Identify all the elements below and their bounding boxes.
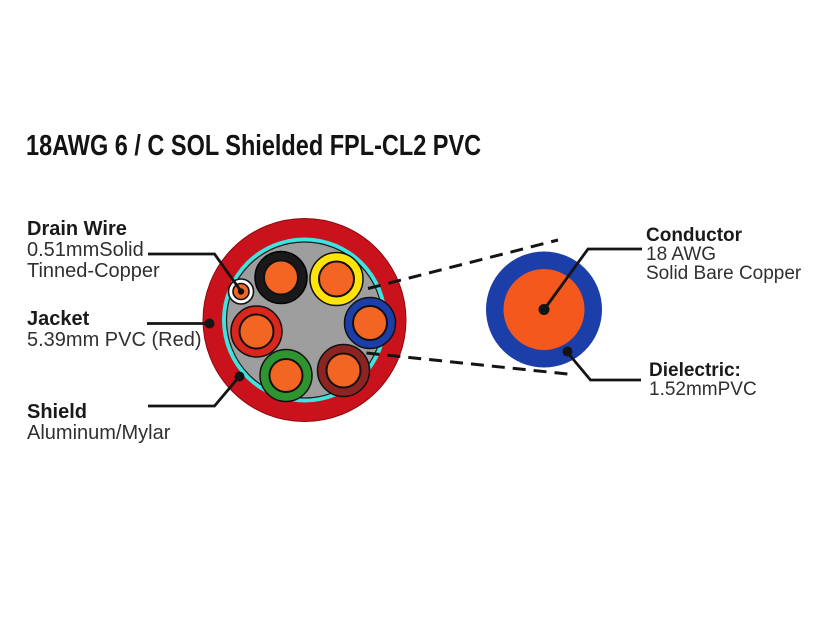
callout-dielectric: Dielectric: 1.52mmPVC: [649, 361, 757, 399]
conductor-spec-2: Solid Bare Copper: [646, 263, 802, 284]
dielectric-spec-1: 1.52mmPVC: [649, 379, 757, 400]
jacket-leader-dot: [204, 318, 215, 329]
cable-cross-section: [202, 218, 407, 422]
shield-leader-dot: [234, 371, 245, 382]
leader-dots: [204, 304, 573, 382]
conductor-black: [254, 250, 308, 305]
conductor-yellow: [309, 251, 364, 307]
magnification-lines: [366, 238, 568, 376]
shield-leader: [148, 376, 240, 408]
conductor-green-core: [268, 358, 304, 393]
conductor-yellow-core: [318, 260, 355, 298]
conductor-maroon-core: [325, 352, 362, 389]
callout-drain-wire: Drain Wire 0.51mmSolid Tinned-Copper: [27, 219, 160, 282]
page-title: 18AWG 6 / C SOL Shielded FPL-CL2 PVC: [26, 130, 482, 162]
leader-lines: [147, 247, 642, 408]
shield-heading: Shield: [27, 401, 88, 423]
callout-conductor: Conductor 18 AWG Solid Bare Copper: [646, 226, 801, 283]
conductor-black-core: [263, 259, 299, 296]
conductor-leader: [543, 247, 642, 310]
shield-spec-1: Aluminum/Mylar: [27, 422, 171, 444]
conductor-blue: [343, 296, 397, 350]
magnification-line-bottom: [366, 351, 568, 376]
conductor-blue-core: [352, 305, 388, 341]
drain-wire-spec-2: Tinned-Copper: [27, 260, 160, 282]
jacket-spec-1: 5.39mm PVC (Red): [27, 329, 202, 351]
drain-wire-spec-1: 0.51mmSolid: [27, 239, 144, 261]
callout-jacket: Jacket 5.39mm PVC (Red): [27, 309, 202, 351]
jacket-heading: Jacket: [27, 308, 90, 330]
drain-wire: [227, 278, 255, 305]
conductor-maroon: [316, 343, 371, 398]
dielectric-leader: [566, 351, 641, 382]
drain-wire-heading: Drain Wire: [27, 218, 127, 240]
conductor-green: [259, 348, 313, 403]
conductor-spec-1: 18 AWG: [646, 244, 717, 265]
magnification-line-top: [367, 238, 559, 290]
drain-wire-leader: [148, 252, 242, 292]
callout-shield: Shield Aluminum/Mylar: [27, 402, 170, 444]
dielectric-leader-dot: [562, 346, 573, 357]
conductor-red: [230, 305, 283, 358]
conductor-leader-dot: [538, 304, 550, 315]
conductor-red-core: [238, 313, 275, 350]
conductor-heading: Conductor: [646, 225, 743, 246]
dielectric-heading: Dielectric:: [649, 360, 741, 381]
